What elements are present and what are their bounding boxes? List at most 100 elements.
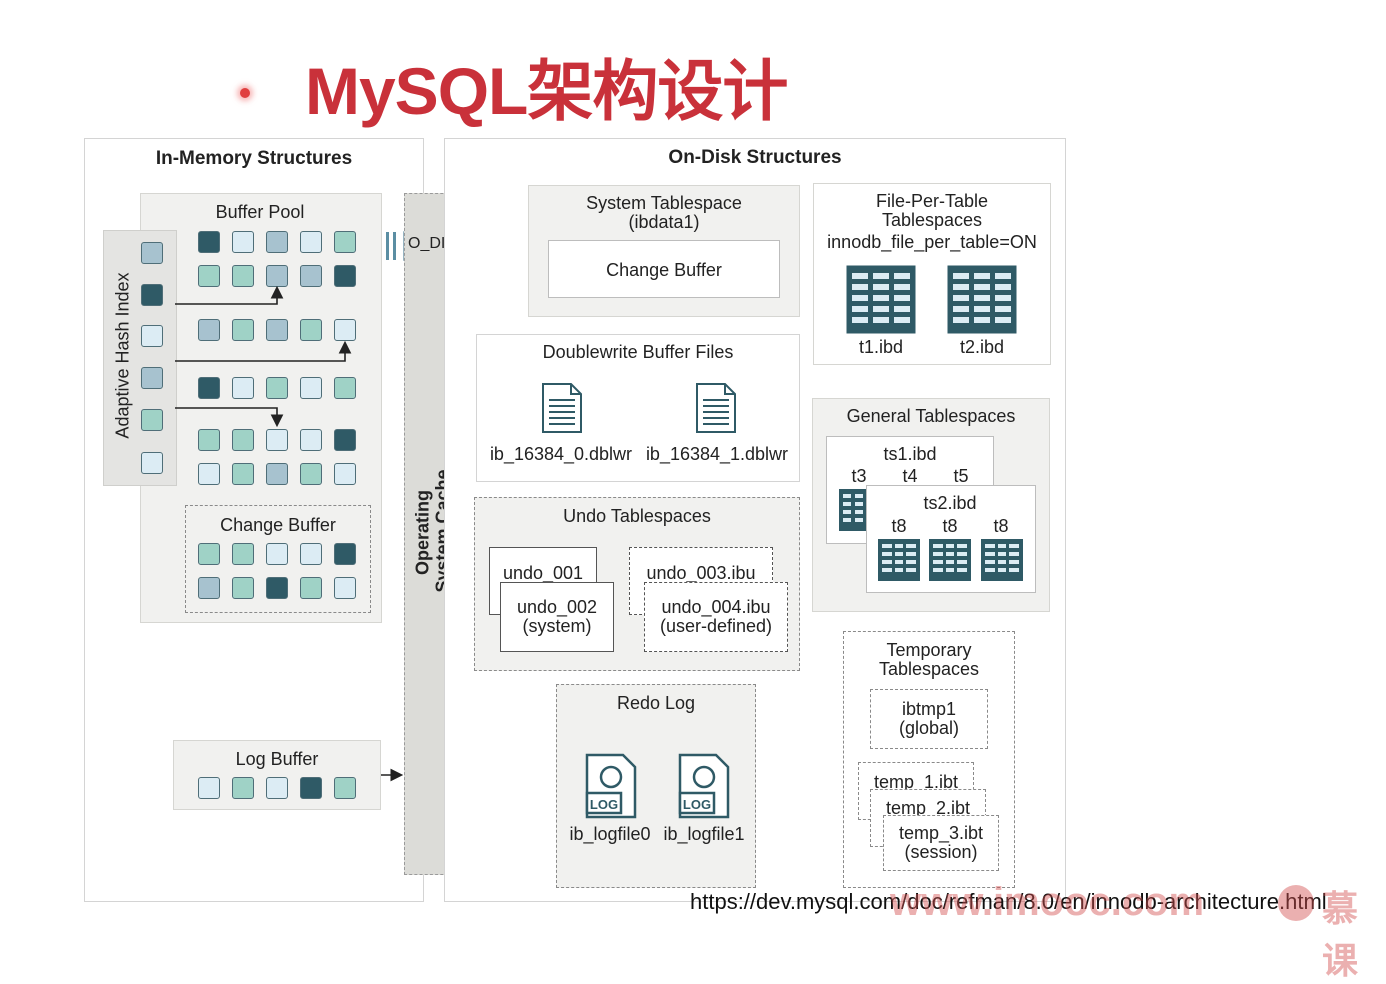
temporary-tablespaces-box [843, 631, 1015, 888]
buffer-page [300, 319, 322, 341]
log-buffer-page [198, 777, 220, 799]
in-memory-header: In-Memory Structures [155, 148, 353, 169]
change-buffer-page [198, 577, 220, 599]
buffer-page [232, 265, 254, 287]
buffer-page [334, 319, 356, 341]
change-buffer-page [334, 577, 356, 599]
change-buffer-page [232, 577, 254, 599]
redo-file-0: ib_logfile0 [569, 824, 651, 844]
log-buffer-label: Log Buffer [235, 749, 319, 769]
temp3-box [883, 815, 999, 871]
ts1-label: ts1.ibd [883, 444, 937, 464]
buffer-page [232, 463, 254, 485]
doublewrite-box [476, 334, 800, 482]
ts2-label: ts2.ibd [923, 493, 977, 513]
table-icon [846, 265, 916, 334]
system-tablespace-subtitle: (ibdata1) [628, 212, 700, 232]
buffer-page [300, 463, 322, 485]
hash-entry [141, 452, 163, 474]
file-per-table-title: File-Per-Table [875, 191, 989, 211]
hash-entry [141, 284, 163, 306]
undo-003-label: undo_003.ibu [646, 563, 756, 583]
o-direct-marker [386, 232, 389, 260]
system-tablespace-title: System Tablespace [586, 193, 742, 213]
undo-header: Undo Tablespaces [563, 506, 711, 526]
buffer-page [232, 429, 254, 451]
change-buffer-page [232, 543, 254, 565]
hash-entry [141, 325, 163, 347]
hash-entry [141, 409, 163, 431]
log-buffer-page [232, 777, 254, 799]
buffer-page [266, 231, 288, 253]
bullet-dot [240, 88, 250, 98]
ts1-table-t4: t4 [902, 466, 918, 486]
ts2-table-3: t8 [993, 516, 1009, 536]
change-buffer-page [334, 543, 356, 565]
buffer-page [266, 377, 288, 399]
redo-file-1: ib_logfile1 [663, 824, 745, 844]
change-buffer-page [266, 543, 288, 565]
table-icon [929, 539, 971, 581]
temp3-note: (session) [904, 842, 978, 862]
buffer-pool-label: Buffer Pool [215, 202, 305, 222]
buffer-page [334, 231, 356, 253]
buffer-page [198, 429, 220, 451]
buffer-page [198, 231, 220, 253]
undo-004-note: (user-defined) [659, 616, 773, 636]
undo-002-note: (system) [522, 616, 592, 636]
ibtmp1-box [870, 689, 988, 749]
ts2-table-2: t8 [942, 516, 958, 536]
buffer-page [232, 319, 254, 341]
watermark-brand: 慕课 [1322, 888, 1359, 981]
file-t1-label: t1.ibd [858, 337, 904, 357]
ts1-table-t3: t3 [851, 466, 867, 486]
buffer-page [334, 463, 356, 485]
file-per-table-setting: innodb_file_per_table=ON [827, 232, 1037, 252]
redo-log-header: Redo Log [616, 693, 696, 713]
disk-change-buffer-label: Change Buffer [606, 260, 722, 280]
buffer-page [300, 265, 322, 287]
log-icon-text: LOG [682, 797, 712, 812]
undo-004-label: undo_004.ibu [661, 597, 771, 617]
change-buffer-page [266, 577, 288, 599]
memory-change-buffer-box [185, 505, 371, 613]
doublewrite-header: Doublewrite Buffer Files [542, 342, 734, 362]
hash-entry [141, 242, 163, 264]
table-icon [981, 539, 1023, 581]
buffer-page [198, 319, 220, 341]
buffer-page [232, 231, 254, 253]
buffer-page [266, 319, 288, 341]
source-url[interactable]: https://dev.mysql.com/doc/refman/8.0/en/… [690, 889, 1327, 914]
table-icon [878, 539, 920, 581]
buffer-page [198, 377, 220, 399]
buffer-page [334, 265, 356, 287]
ibtmp1-label: ibtmp1 [901, 699, 957, 719]
change-buffer-page [300, 543, 322, 565]
buffer-page [266, 463, 288, 485]
undo-002-label: undo_002 [516, 597, 598, 617]
temp3-label: temp_3.ibt [898, 823, 984, 843]
ts2-table-1: t8 [891, 516, 907, 536]
dblwr-file-0: ib_16384_0.dblwr [489, 444, 633, 464]
memory-change-buffer-label: Change Buffer [220, 515, 336, 535]
buffer-page [198, 265, 220, 287]
watermark-site: www.imooc.com [890, 880, 1205, 924]
temp1-label: temp_1.ibt [873, 772, 959, 792]
page-title: MySQL架构设计 [305, 54, 788, 128]
undo-001-label: undo_001 [502, 563, 584, 583]
watermark-logo [1278, 885, 1314, 921]
buffer-page [232, 377, 254, 399]
ibtmp1-note: (global) [898, 718, 960, 738]
change-buffer-page [198, 543, 220, 565]
log-buffer-page [334, 777, 356, 799]
document-icon [542, 383, 582, 433]
buffer-page [334, 429, 356, 451]
temp2-label: temp_2.ibt [885, 798, 971, 818]
buffer-page [300, 231, 322, 253]
buffer-page [300, 429, 322, 451]
ts1-table-t5: t5 [953, 466, 969, 486]
log-file-icon [678, 753, 730, 819]
buffer-page [266, 429, 288, 451]
log-buffer-page [266, 777, 288, 799]
log-buffer-page [300, 777, 322, 799]
